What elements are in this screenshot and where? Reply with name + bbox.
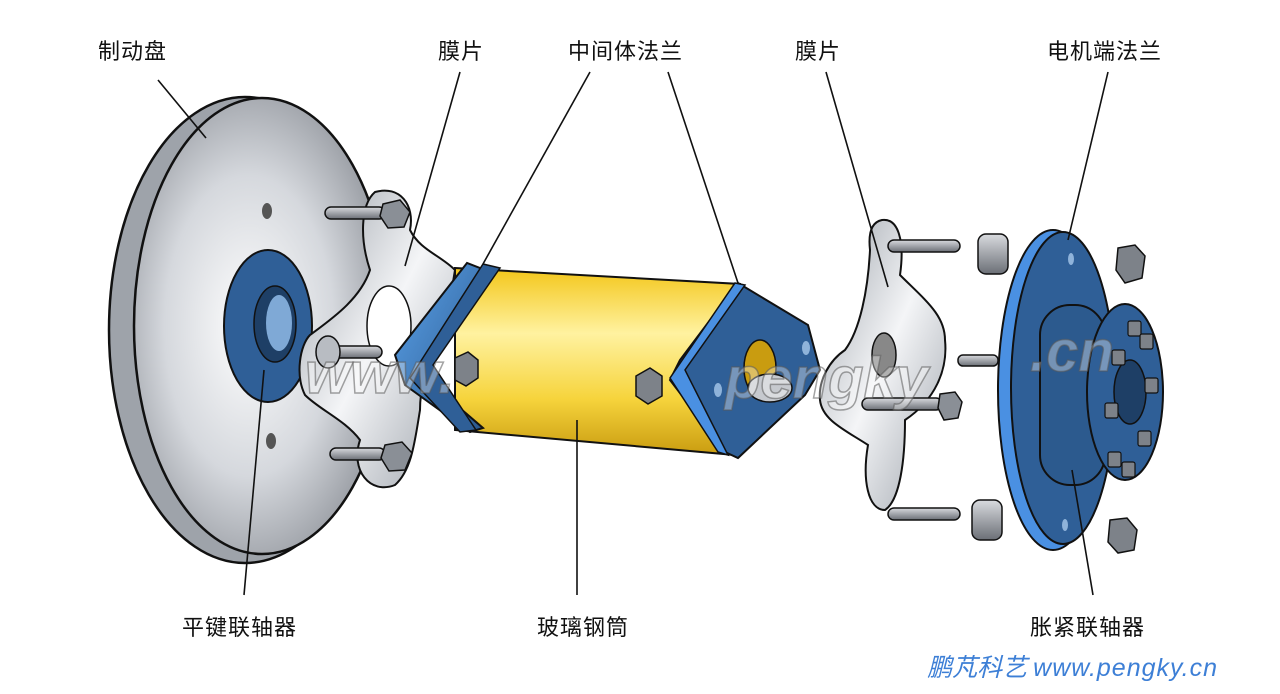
label-diaphragm-right: 膜片: [795, 40, 842, 65]
hex-nut-icon: [380, 441, 413, 472]
leader-middle-flange-left: [482, 71, 591, 265]
hex-nut-icon: [379, 199, 411, 229]
label-fiberglass-tube: 玻璃钢筒: [537, 616, 630, 641]
watermark-pengky: pengky: [724, 345, 929, 412]
label-motor-flange: 电机端法兰: [1047, 40, 1163, 65]
leader-flat-key-coupling: [243, 369, 265, 596]
disc-hole: [266, 433, 276, 449]
label-expansion-coupling: 胀紧联轴器: [1030, 616, 1146, 641]
expansion-coupling: [1039, 303, 1164, 486]
leader-lines: [157, 71, 1109, 596]
label-flat-key-coupling: 平键联轴器: [182, 616, 298, 641]
disc-hole: [262, 203, 272, 219]
label-brake-disc: 制动盘: [98, 40, 168, 65]
brand-url: www.pengky.cn: [1033, 654, 1218, 682]
hex-nut-icon: [454, 351, 479, 387]
hex-nut-icon: [937, 391, 963, 421]
leader-middle-flange-right: [667, 71, 739, 284]
spacers: [971, 233, 1146, 554]
fiberglass-tube: [393, 261, 822, 460]
hex-nut-icon: [635, 367, 663, 405]
watermark-www: www.: [304, 340, 455, 407]
label-middle-flange: 中间体法兰: [568, 40, 684, 65]
leader-motor-flange: [1067, 71, 1109, 241]
left-bolts: [315, 199, 413, 472]
watermark-cn: .cn: [1029, 318, 1114, 385]
leader-expansion-coupling: [1071, 469, 1094, 596]
hex-nut-icon: [1115, 244, 1146, 284]
leader-diaphragm-left: [404, 71, 461, 267]
hex-nut-icon: [1107, 517, 1138, 554]
leader-diaphragm-right: [825, 71, 889, 288]
diaphragm-right: [818, 218, 999, 521]
flat-key-coupling: [223, 249, 313, 403]
brand-name: 鹏芃科艺: [927, 653, 1028, 682]
leader-brake-disc: [157, 79, 207, 139]
label-diaphragm-left: 膜片: [438, 40, 485, 65]
